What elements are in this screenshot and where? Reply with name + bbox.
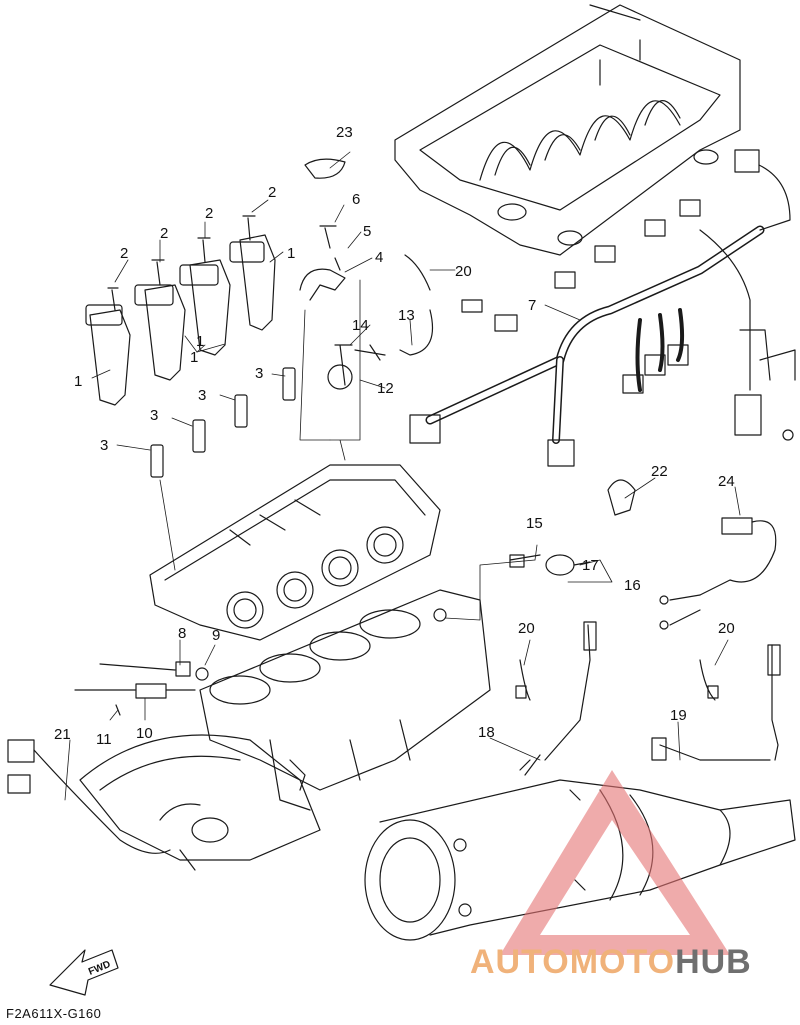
callout-23: 23: [336, 124, 353, 141]
callout-20: 20: [518, 620, 535, 637]
callout-15: 15: [526, 515, 543, 532]
o2-sensors: [519, 621, 781, 776]
air-box: [394, 4, 741, 256]
watermark-dark: HUB: [675, 943, 752, 981]
callout-20: 20: [455, 263, 472, 280]
callout-3: 3: [255, 365, 263, 382]
callout-3: 3: [150, 407, 158, 424]
sensors-8-11: [74, 661, 209, 716]
callout-11: 11: [96, 731, 112, 748]
callout-3: 3: [100, 437, 108, 454]
callout-24: 24: [718, 473, 735, 490]
callout-1: 1: [190, 349, 198, 366]
callout-20: 20: [718, 620, 735, 637]
callout-18: 18: [478, 724, 495, 741]
cylinder-head: [149, 464, 441, 641]
cylinder-block: [199, 589, 491, 811]
callout-19: 19: [670, 707, 687, 724]
callout-13: 13: [398, 307, 415, 324]
spark-plugs: [150, 367, 296, 478]
callout-1: 1: [74, 373, 82, 390]
callout-16: 16: [624, 577, 641, 594]
callout-2: 2: [268, 184, 276, 201]
callout-1: 1: [196, 333, 204, 350]
ignition-coils: [85, 234, 276, 406]
callout-12: 12: [377, 380, 394, 397]
watermark-text: AUTOMOTOHUB: [470, 943, 752, 982]
callout-8: 8: [178, 625, 186, 642]
callout-5: 5: [363, 223, 371, 240]
callout-1: 1: [287, 245, 295, 262]
callout-4: 4: [375, 249, 383, 266]
fwd-arrow-icon: [49, 949, 119, 996]
part-code: F2A611X-G160: [6, 1006, 102, 1021]
crankcase: [79, 734, 321, 871]
callout-3: 3: [198, 387, 206, 404]
callout-21: 21: [54, 726, 71, 743]
small-parts: [299, 158, 777, 701]
exhaust-pipe: [364, 779, 796, 941]
callout-2: 2: [120, 245, 128, 262]
callout-22: 22: [651, 463, 668, 480]
callout-10: 10: [136, 725, 153, 742]
watermark-accent: AUTOMOTO: [470, 943, 676, 981]
coil-bolts: [107, 215, 256, 311]
callout-9: 9: [212, 627, 220, 644]
callout-6: 6: [352, 191, 360, 208]
callout-2: 2: [205, 205, 213, 222]
callout-14: 14: [352, 317, 369, 334]
connector-21: [7, 739, 171, 854]
leader-lines: [64, 151, 741, 801]
callout-2: 2: [160, 225, 168, 242]
callout-7: 7: [528, 297, 536, 314]
watermark-triangle-icon: [500, 770, 730, 955]
callout-17: 17: [582, 557, 599, 574]
wire-harness: [409, 149, 796, 467]
